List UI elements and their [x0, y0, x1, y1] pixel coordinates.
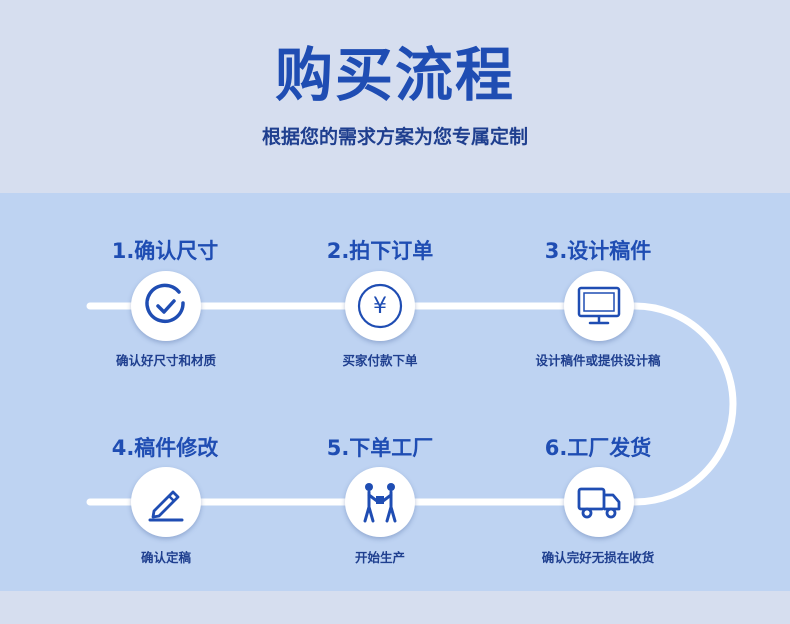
pen-edit-icon: [148, 490, 184, 522]
step-1-desc: 确认好尺寸和材质: [115, 353, 216, 368]
step-1-node: [131, 271, 201, 341]
yen-coin-icon: ¥: [357, 283, 403, 329]
step-5-desc: 开始生产: [354, 550, 405, 565]
check-circle-icon: [145, 283, 185, 324]
page-subtitle: 根据您的需求方案为您专属定制: [261, 126, 528, 148]
step-3-node: [564, 271, 634, 341]
header: 购买流程 根据您的需求方案为您专属定制: [0, 0, 790, 193]
step-4-node: [131, 467, 201, 537]
step-5-title: 5.下单工厂: [326, 436, 434, 460]
monitor-icon: [577, 286, 621, 325]
step-6-node: [564, 467, 634, 537]
step-6-title: 6.工厂发货: [544, 436, 652, 460]
step-4-desc: 确认定稿: [140, 550, 191, 565]
step-2-title: 2.拍下订单: [326, 239, 434, 263]
delivery-truck-icon: [577, 487, 621, 519]
svg-text:¥: ¥: [373, 294, 387, 319]
footer-band: [0, 591, 790, 624]
people-handshake-icon: [363, 483, 397, 523]
step-1-title: 1.确认尺寸: [111, 239, 219, 263]
step-3-desc: 设计稿件或提供设计稿: [535, 353, 661, 368]
page-title: 购买流程: [274, 41, 515, 109]
step-4-title: 4.稿件修改: [111, 436, 219, 460]
step-6-desc: 确认完好无损在收货: [541, 550, 655, 565]
step-2-node: ¥: [345, 271, 415, 341]
step-2-desc: 买家付款下单: [342, 353, 418, 368]
step-5-node: [345, 467, 415, 537]
step-3-title: 3.设计稿件: [544, 239, 652, 263]
